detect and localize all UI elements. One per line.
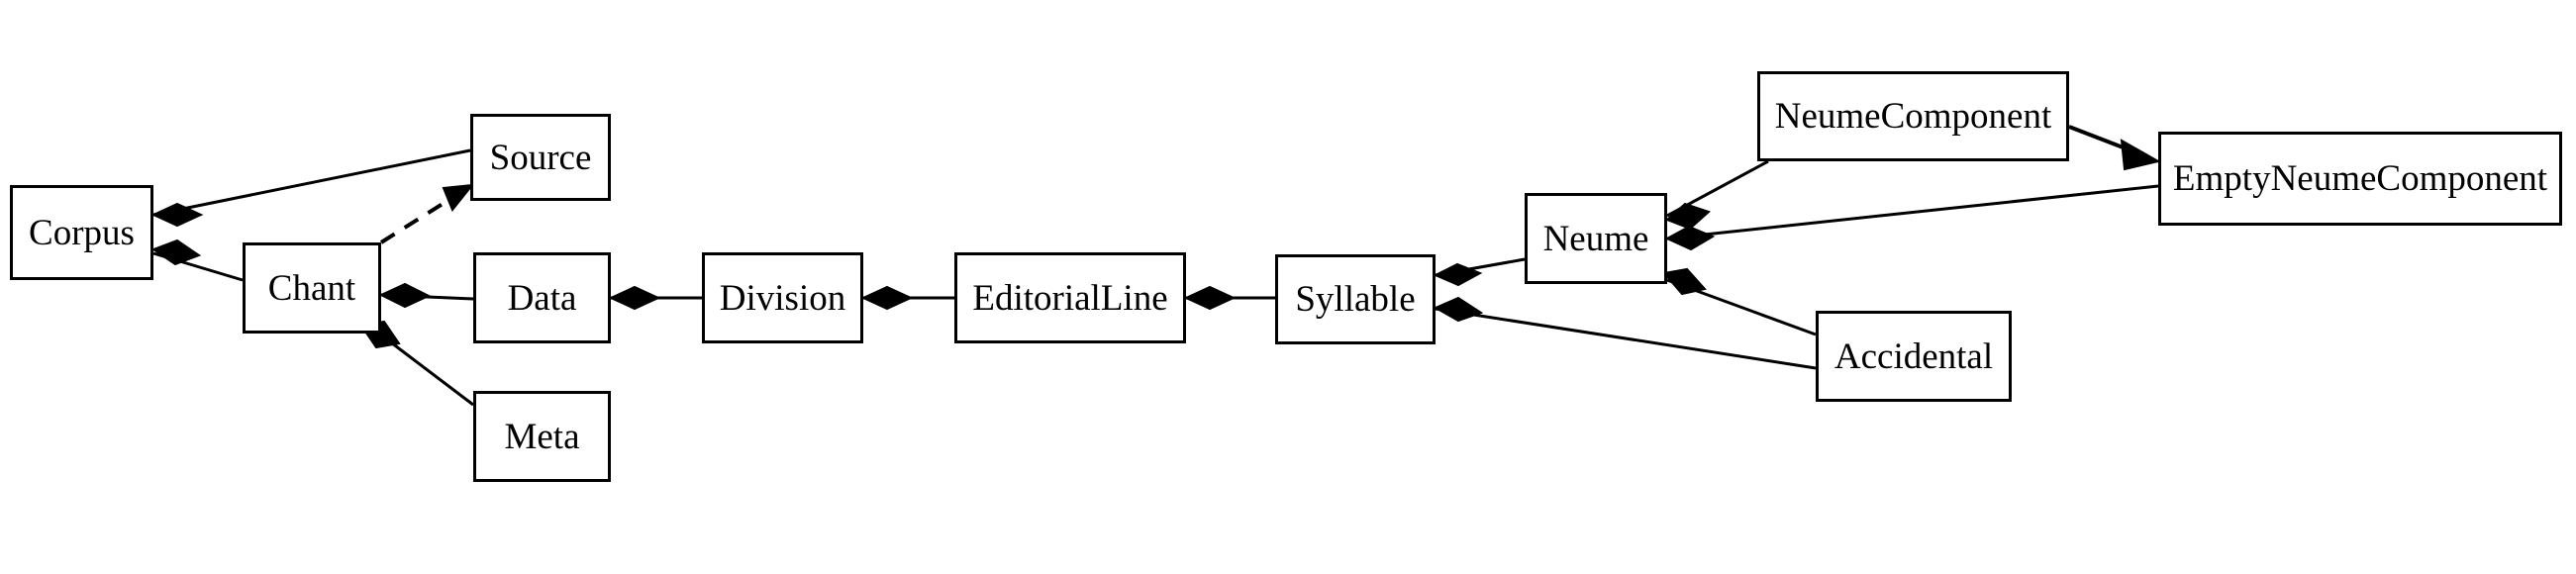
class-node-label: Neume	[1542, 218, 1649, 259]
edge-neume-emptyneumecomponent	[1664, 184, 2159, 251]
class-node-label: EditorialLine	[972, 277, 1168, 319]
class-node-neume[interactable]: Neume	[1525, 193, 1667, 284]
edge-neume-neumecomponent	[1665, 159, 1769, 231]
class-node-label: Chant	[267, 267, 356, 309]
composition-diamond-icon	[608, 285, 661, 311]
class-node-editorialline[interactable]: EditorialLine	[954, 252, 1186, 343]
composition-diamond-icon	[1433, 296, 1484, 323]
class-node-label: Syllable	[1295, 279, 1416, 320]
composition-diamond-icon	[378, 282, 432, 309]
edge-syllable-accidental	[1433, 296, 1817, 370]
class-node-syllable[interactable]: Syllable	[1275, 254, 1436, 344]
composition-diamond-icon	[860, 285, 914, 311]
class-node-data[interactable]: Data	[473, 252, 611, 343]
edge-corpus-source	[150, 148, 471, 228]
generalization-arrowhead-icon	[2120, 139, 2161, 171]
class-node-neumecomponent[interactable]: NeumeComponent	[1757, 71, 2069, 161]
edge-editorialline-syllable	[1183, 285, 1275, 311]
edge-neume-accidental	[1662, 267, 1817, 336]
edge-chant-data	[378, 282, 474, 309]
edge-syllable-neume	[1433, 257, 1526, 287]
composition-diamond-icon	[150, 202, 204, 228]
class-node-accidental[interactable]: Accidental	[1816, 311, 2012, 402]
class-node-label: Accidental	[1833, 335, 1994, 377]
composition-diamond-icon	[1664, 225, 1716, 251]
class-node-division[interactable]: Division	[702, 252, 863, 343]
edge-data-division	[608, 285, 702, 311]
class-node-label: EmptyNeumeComponent	[2172, 158, 2548, 199]
edge-chant-source	[379, 183, 475, 244]
class-node-label: NeumeComponent	[1774, 96, 2052, 137]
edge-corpus-chant	[150, 239, 244, 282]
composition-diamond-icon	[150, 239, 202, 266]
class-node-meta[interactable]: Meta	[473, 391, 611, 482]
edge-neumecomponent-emptyneumecomponent	[2068, 125, 2161, 171]
composition-diamond-icon	[1662, 267, 1707, 296]
class-node-label: Source	[489, 137, 592, 178]
class-node-label: Corpus	[29, 212, 135, 253]
composition-diamond-icon	[1665, 202, 1711, 231]
class-node-chant[interactable]: Chant	[243, 242, 381, 334]
class-node-corpus[interactable]: Corpus	[10, 185, 153, 280]
class-node-label: Meta	[504, 416, 580, 457]
class-node-label: Data	[507, 277, 577, 319]
composition-diamond-icon	[1433, 262, 1483, 287]
class-node-label: Division	[719, 277, 846, 319]
composition-diamond-icon	[1183, 285, 1237, 311]
class-node-emptyneumecomponent[interactable]: EmptyNeumeComponent	[2158, 132, 2562, 226]
edge-division-editorialline	[860, 285, 954, 311]
dependency-arrowhead-icon	[442, 183, 475, 212]
class-node-source[interactable]: Source	[470, 114, 611, 201]
